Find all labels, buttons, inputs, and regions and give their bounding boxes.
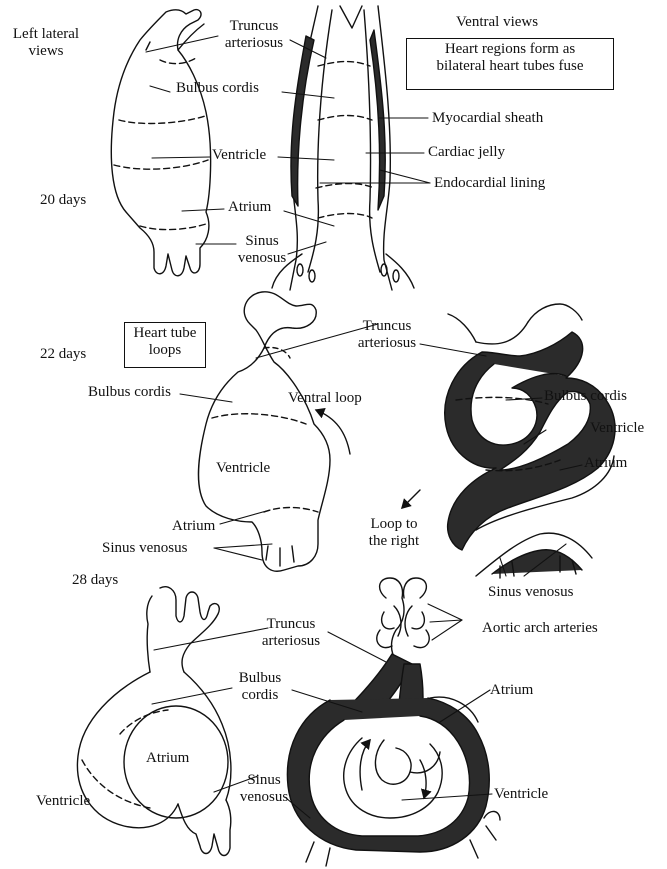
day20-lateral-heart-tube	[111, 10, 210, 276]
stage-label-20-days: 20 days	[40, 192, 86, 209]
label-ventricle: Ventricle	[494, 786, 548, 803]
label-ventricle: Ventricle	[590, 420, 644, 437]
label-atrium: Atrium	[172, 518, 215, 535]
stage-label-28-days: 28 days	[72, 572, 118, 589]
label-truncus-arteriosus: Truncus arteriosus	[214, 18, 294, 52]
label-ventricle: Ventricle	[36, 793, 90, 810]
label-ventral-loop: Ventral loop	[288, 390, 362, 407]
label-truncus-arteriosus: Truncus arteriosus	[248, 616, 334, 650]
label-bulbus-cordis: Bulbus cordis	[176, 80, 259, 97]
day22-lateral-heart-tube	[198, 292, 350, 571]
callout-fuse: Heart regions form as bilateral heart tu…	[406, 38, 614, 90]
label-sinus-venosus: Sinus venosus	[230, 233, 294, 267]
label-loop-to-the-right: Loop to the right	[354, 516, 434, 550]
label-sinus-venosus: Sinus venosus	[488, 584, 573, 601]
label-bulbus-cordis: Bulbus cordis	[228, 670, 292, 704]
label-sinus-venosus: Sinus venosus	[232, 772, 296, 806]
label-bulbus-cordis: Bulbus cordis	[544, 388, 627, 405]
day28-lateral-heart	[77, 587, 230, 856]
label-atrium: Atrium	[490, 682, 533, 699]
label-atrium: Atrium	[584, 455, 627, 472]
label-ventricle: Ventricle	[212, 147, 266, 164]
header-ventral-views: Ventral views	[456, 14, 538, 31]
label-cardiac-jelly: Cardiac jelly	[428, 144, 505, 161]
label-ventricle: Ventricle	[216, 460, 270, 477]
header-left-lateral-views: Left lateral views	[6, 26, 86, 60]
callout-loops: Heart tube loops	[124, 322, 206, 368]
label-aortic-arch-arteries: Aortic arch arteries	[482, 620, 598, 637]
label-atrium: Atrium	[228, 199, 271, 216]
label-myocardial-sheath: Myocardial sheath	[432, 110, 543, 127]
label-truncus-arteriosus: Truncus arteriosus	[344, 318, 430, 352]
label-bulbus-cordis: Bulbus cordis	[88, 384, 171, 401]
stage-label-22-days: 22 days	[40, 346, 86, 363]
label-sinus-venosus: Sinus venosus	[102, 540, 187, 557]
label-endocardial-lining: Endocardial lining	[434, 175, 545, 192]
label-atrium: Atrium	[146, 750, 189, 767]
